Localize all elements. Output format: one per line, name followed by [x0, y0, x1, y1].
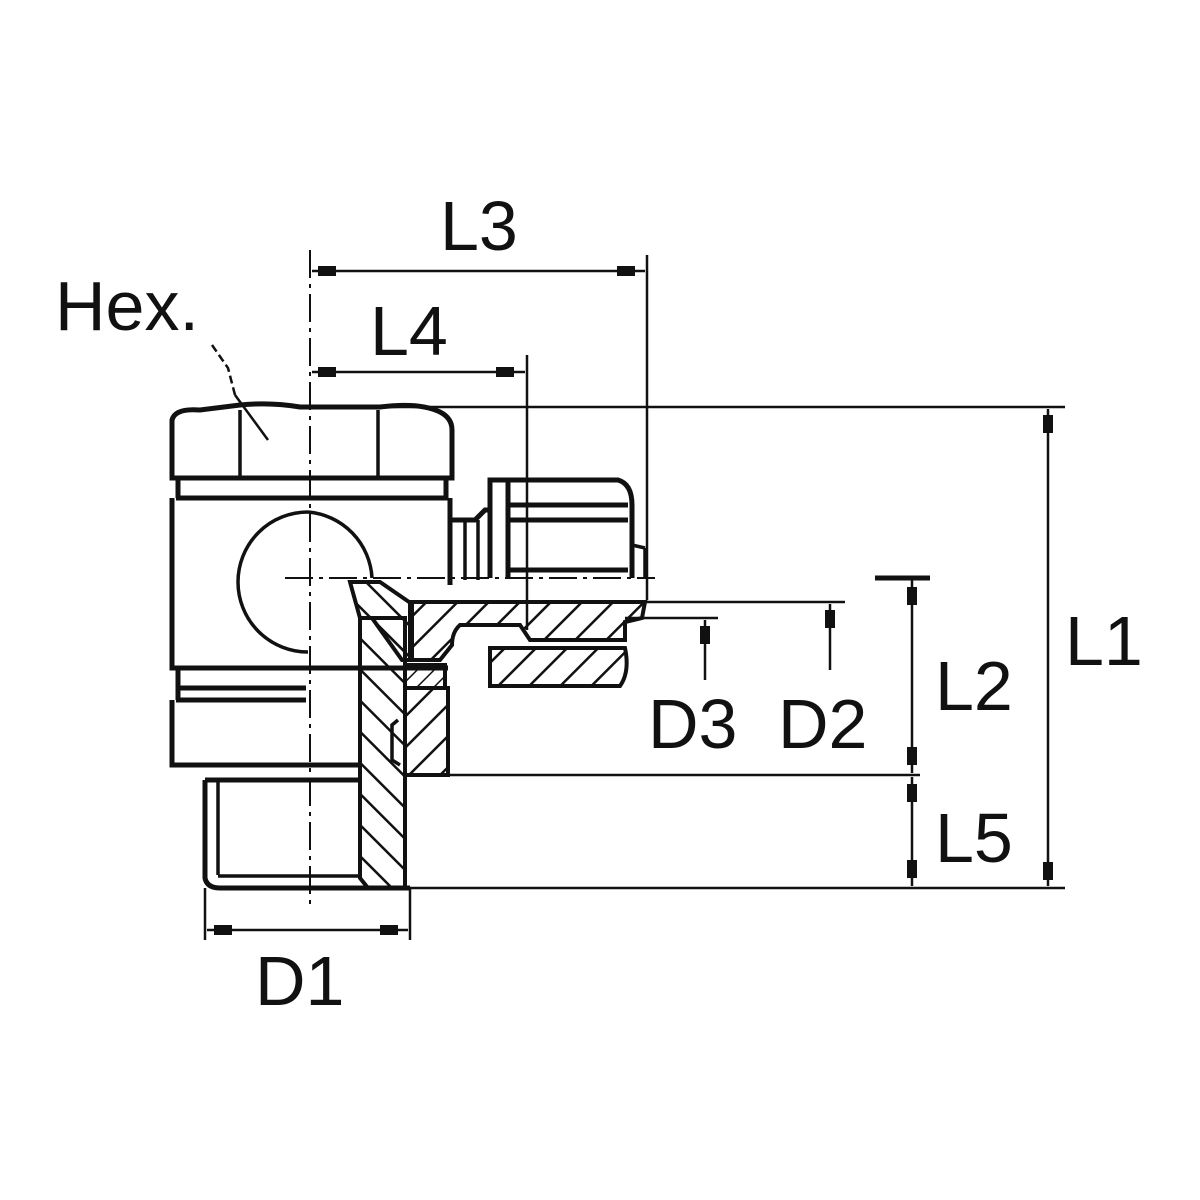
- label-l4: L4: [370, 292, 448, 370]
- label-d3: D3: [648, 685, 737, 763]
- label-l5: L5: [935, 799, 1013, 877]
- threaded-stud: [202, 777, 410, 891]
- centre-lines: [285, 250, 655, 905]
- label-d2: D2: [778, 685, 867, 763]
- fitting-body: [169, 475, 453, 768]
- outlet-nut: [452, 477, 647, 580]
- section-hatching: [347, 580, 648, 890]
- label-hex: Hex.: [55, 267, 199, 345]
- hex-nut: [169, 401, 455, 481]
- dimension-labels: Hex. L3 L4 L1 L2 L5 D3 D2 D1: [55, 187, 1143, 1020]
- label-l1: L1: [1065, 602, 1143, 680]
- dimension-lines: [207, 266, 1053, 935]
- label-l2: L2: [935, 647, 1013, 725]
- extension-lines: [203, 255, 1065, 940]
- label-d1: D1: [255, 942, 344, 1020]
- label-l3: L3: [440, 187, 518, 265]
